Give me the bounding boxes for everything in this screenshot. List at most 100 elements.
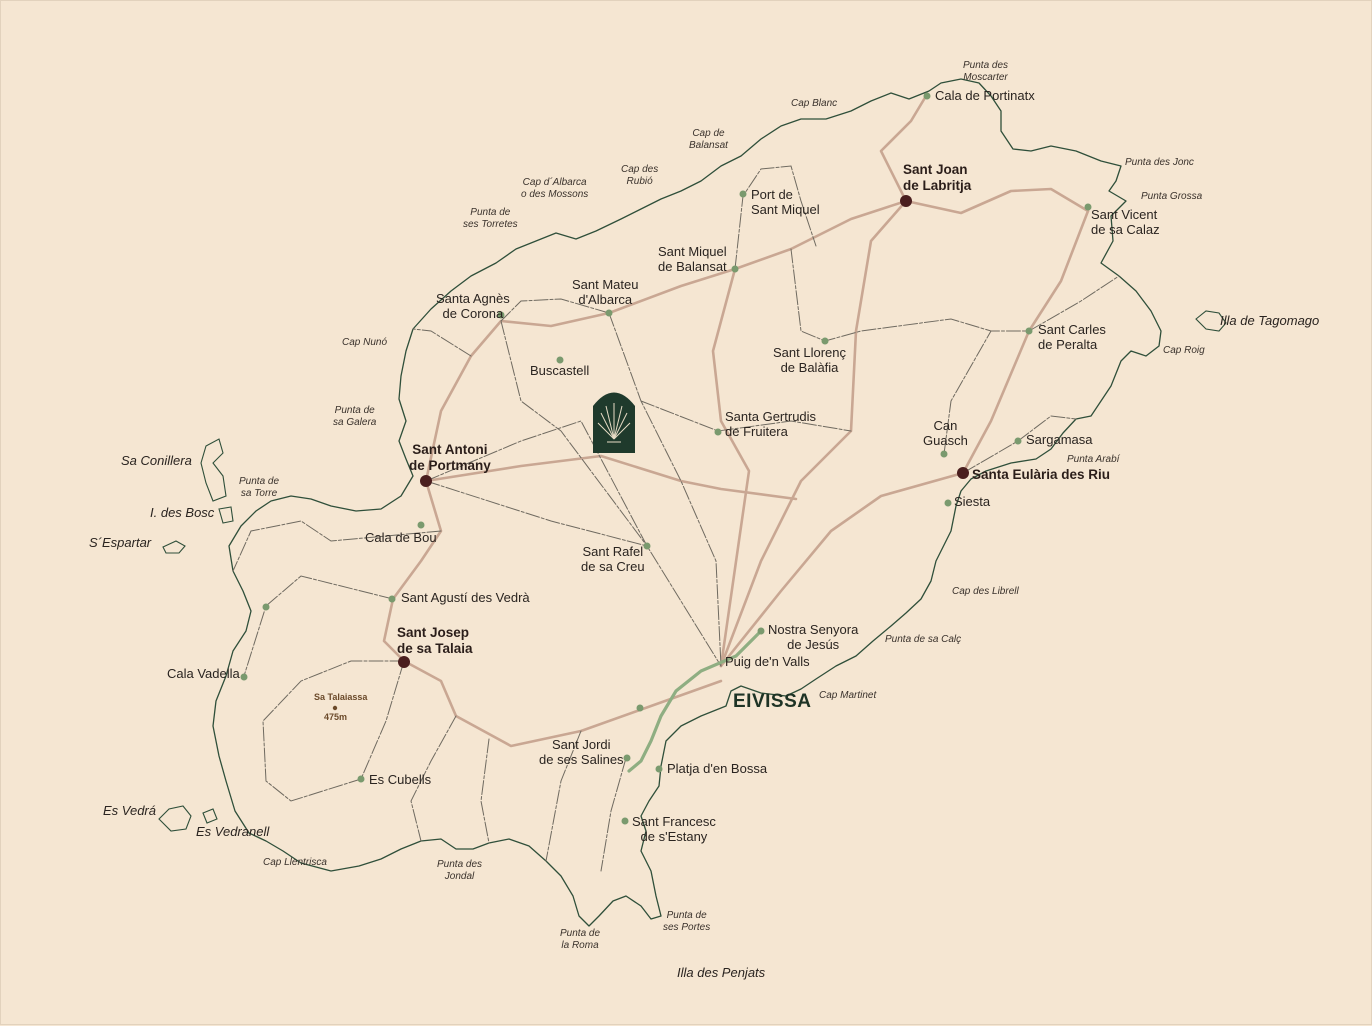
road-minor-10 bbox=[232, 520, 442, 572]
label-sant-antoni: Sant Antoni de Portmany bbox=[409, 442, 491, 473]
label-punta-calc: Punta de sa Calç bbox=[885, 634, 962, 645]
road-minor-15 bbox=[600, 757, 627, 872]
label-sant-joan: Sant Joan de Labritja bbox=[903, 162, 972, 193]
label-can-guasch: Can Guasch bbox=[923, 418, 968, 448]
label-sant-miquel: Sant Miquel de Balansat bbox=[658, 244, 727, 274]
label-cap-nuno: Cap Nunó bbox=[342, 337, 388, 348]
dot-port-sant-miquel bbox=[739, 190, 747, 198]
dot-siesta bbox=[944, 499, 952, 507]
road-minor-6 bbox=[734, 165, 817, 270]
label-punta-roma: Punta de la Roma bbox=[560, 928, 601, 951]
label-sant-llorenc: Sant Llorenç de Balàfia bbox=[773, 345, 846, 375]
highway-eivissa-airport bbox=[627, 629, 763, 773]
town-markers bbox=[240, 92, 1092, 825]
label-sant-agusti: Sant Agustí des Vedrà bbox=[401, 590, 530, 605]
road-minor-19 bbox=[412, 328, 472, 357]
road-minor-12 bbox=[410, 715, 457, 842]
label-vedranell: Es Vedranell bbox=[196, 824, 270, 839]
road-minor-8 bbox=[262, 660, 405, 802]
road-sant-josep-eivissa bbox=[402, 659, 723, 748]
label-santa-agnes: Santa Agnès de Corona bbox=[436, 291, 510, 321]
road-eivissa-santa-eularia bbox=[719, 471, 965, 668]
label-puig-valls: Puig de'n Valls bbox=[725, 654, 810, 669]
label-sant-carles: Sant Carles de Peralta bbox=[1038, 322, 1106, 352]
peak-name: Sa Talaiassa bbox=[314, 692, 368, 702]
label-cap-rubio: Cap des Rubió bbox=[621, 164, 659, 187]
dot-sant-miquel bbox=[731, 265, 739, 273]
label-punta-torretes: Punta de ses Torretes bbox=[463, 207, 518, 230]
label-vedra: Es Vedrá bbox=[103, 803, 156, 818]
road-minor-1 bbox=[425, 420, 722, 667]
coastline bbox=[212, 78, 1162, 927]
dot-sant-joan bbox=[900, 195, 912, 207]
islet-vedra bbox=[158, 805, 192, 832]
dot-platja-bossa bbox=[655, 765, 663, 773]
road-minor-7 bbox=[425, 480, 648, 547]
dot-es-cubells bbox=[357, 775, 365, 783]
label-punta-galera: Punta de sa Galera bbox=[333, 405, 377, 428]
dot-unnamed-west bbox=[262, 603, 270, 611]
label-punta-torre: Punta de sa Torre bbox=[239, 476, 280, 499]
dot-sant-francesc bbox=[621, 817, 629, 825]
dot-santa-gertrudis bbox=[714, 428, 722, 436]
label-conillera: Sa Conillera bbox=[121, 453, 192, 468]
islet-tagomago bbox=[1195, 310, 1227, 332]
islet-bosc bbox=[218, 506, 234, 524]
dot-unnamed-south bbox=[636, 704, 644, 712]
road-minor-4 bbox=[640, 400, 852, 432]
label-buscastell: Buscastell bbox=[530, 363, 590, 378]
dot-sant-rafel bbox=[643, 542, 651, 550]
label-santa-gertrudis: Santa Gertrudis de Fruitera bbox=[725, 409, 817, 439]
label-cap-llentrisca: Cap Llentrisca bbox=[263, 857, 327, 868]
dot-sant-llorenc bbox=[821, 337, 829, 345]
label-nostra-senyora: Nostra Senyora de Jesús bbox=[768, 622, 859, 652]
dot-sargamasa bbox=[1014, 437, 1022, 445]
road-minor-20 bbox=[500, 298, 610, 322]
dot-nostra-senyora bbox=[757, 627, 765, 635]
road-eivissa-sant-miquel bbox=[711, 267, 751, 668]
label-sant-francesc: Sant Francesc de s'Estany bbox=[632, 814, 716, 844]
dot-sant-agusti bbox=[388, 595, 396, 603]
road-minor-11 bbox=[243, 575, 394, 677]
road-sant-antoni-sant-josep bbox=[382, 479, 443, 663]
label-cala-vadella: Cala Vadella bbox=[167, 666, 240, 681]
label-sant-josep: Sant Josep de sa Talaia bbox=[397, 625, 473, 656]
label-sant-rafel: Sant Rafel de sa Creu bbox=[581, 544, 645, 574]
capital-label: EIVISSA bbox=[733, 691, 812, 712]
dot-sant-josep bbox=[398, 656, 410, 668]
dot-cala-bou bbox=[417, 521, 425, 529]
dot-santa-agnes bbox=[497, 311, 505, 319]
label-cap-librell: Cap des Librell bbox=[952, 586, 1019, 597]
label-cap-blanc: Cap Blanc bbox=[791, 98, 838, 109]
label-sant-jordi: Sant Jordi de ses Salines bbox=[539, 737, 624, 767]
label-siesta: Siesta bbox=[954, 494, 991, 509]
road-minor-18 bbox=[1028, 275, 1120, 332]
dot-sant-mateu bbox=[605, 309, 613, 317]
dot-sant-vicent bbox=[1084, 203, 1092, 211]
label-cap-albarca: Cap d´Albarca o des Mossons bbox=[521, 177, 589, 200]
dot-buscastell bbox=[556, 356, 564, 364]
label-port-sant-miquel: Port de Sant Miquel bbox=[751, 187, 820, 217]
dot-sant-antoni bbox=[420, 475, 432, 487]
islet-vedranell bbox=[202, 808, 218, 824]
road-north-loop bbox=[424, 267, 737, 483]
islet-conillera bbox=[200, 438, 227, 502]
dot-sa-talaiassa bbox=[332, 705, 338, 711]
dot-can-guasch bbox=[940, 450, 948, 458]
dot-cala-portinatx bbox=[923, 92, 931, 100]
palm-leaf-shield-icon bbox=[593, 392, 635, 453]
label-penjats: Illa des Penjats bbox=[677, 965, 766, 980]
road-minor-17 bbox=[943, 330, 992, 455]
dot-sant-jordi bbox=[623, 754, 631, 762]
label-santa-eularia: Santa Eulària des Riu bbox=[972, 467, 1111, 482]
islet-espartar bbox=[162, 540, 186, 554]
road-minor-14 bbox=[545, 730, 582, 862]
road-minor-3 bbox=[608, 312, 722, 667]
road-cala-portinatx bbox=[879, 94, 928, 203]
road-sant-miquel-sant-joan bbox=[733, 199, 908, 271]
label-cap-martinet: Cap Martinet bbox=[819, 690, 877, 701]
label-punta-arabi: Punta Arabí bbox=[1067, 454, 1120, 465]
dot-santa-eularia bbox=[957, 467, 969, 479]
